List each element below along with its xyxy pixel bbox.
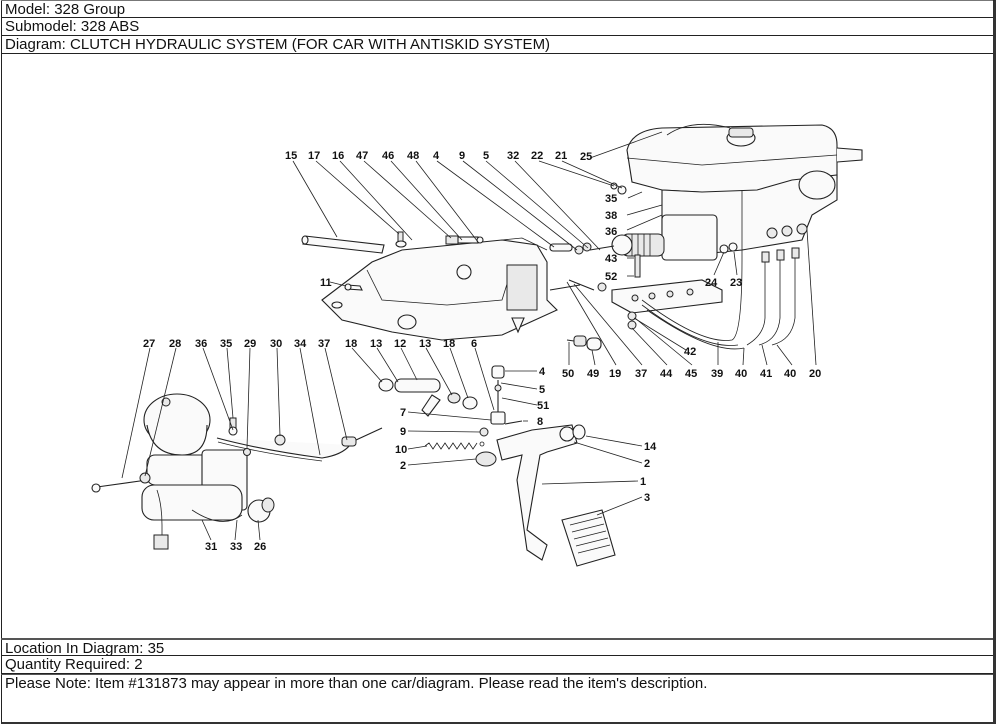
return-spring-10 [424,441,485,450]
callout-32[interactable]: 32 [507,150,519,162]
callout-15[interactable]: 15 [285,150,297,162]
callout-13-a[interactable]: 13 [370,338,382,350]
callout-49[interactable]: 49 [587,368,599,380]
location-row: Location In Diagram: 35 [1,638,993,657]
clutch-pedal-1 [475,424,616,567]
callout-8[interactable]: 8 [537,416,543,428]
callout-23[interactable]: 23 [730,277,742,289]
callout-34[interactable]: 34 [294,338,307,350]
callout-40-b[interactable]: 40 [784,368,796,380]
callout-42[interactable]: 42 [684,346,696,358]
pedal-box-cover [321,237,558,341]
callout-47[interactable]: 47 [356,150,368,162]
callout-35-top[interactable]: 35 [605,193,617,205]
callout-19[interactable]: 19 [609,368,621,380]
callout-51[interactable]: 51 [537,400,549,412]
callout-25[interactable]: 25 [580,151,592,163]
quantity-row: Quantity Required: 2 [1,656,993,674]
brake-lines [627,190,808,350]
clutch-actuator-assembly [141,393,275,550]
rods-19-37 [549,279,607,292]
callout-4-top[interactable]: 4 [433,150,440,162]
callout-29[interactable]: 29 [244,338,256,350]
callout-41[interactable]: 41 [760,368,772,380]
callout-26[interactable]: 26 [254,541,266,553]
callout-40-a[interactable]: 40 [735,368,747,380]
callout-4-pedal[interactable]: 4 [539,366,546,378]
callout-27[interactable]: 27 [143,338,155,350]
callout-2-left[interactable]: 2 [400,460,406,472]
callout-14[interactable]: 14 [644,441,657,453]
callout-10[interactable]: 10 [395,444,407,456]
callout-48[interactable]: 48 [407,150,419,162]
callout-16[interactable]: 16 [332,150,344,162]
callout-18-a[interactable]: 18 [345,338,357,350]
exploded-view-drawing: 15 17 16 47 46 48 4 9 5 32 22 21 25 35 3… [91,123,863,567]
callout-13-b[interactable]: 13 [419,338,431,350]
callout-18-b[interactable]: 18 [443,338,455,350]
screw-11 [344,283,363,291]
pivot-pin [301,235,385,254]
callout-44[interactable]: 44 [660,368,673,380]
callout-31[interactable]: 31 [205,541,217,553]
clutch-master-cylinder [589,214,718,261]
callout-37-right[interactable]: 37 [635,368,647,380]
callout-12[interactable]: 12 [394,338,406,350]
clutch-hose-34 [216,417,383,462]
callout-3[interactable]: 3 [644,492,650,504]
callout-36-left[interactable]: 36 [195,338,207,350]
callout-38[interactable]: 38 [605,210,617,222]
pushrod-4-5-51 [479,365,523,437]
submodel-row: Submodel: 328 ABS [1,18,993,36]
callout-5-pedal[interactable]: 5 [539,384,545,396]
callout-35-left[interactable]: 35 [220,338,232,350]
callout-24[interactable]: 24 [705,277,718,289]
callout-17[interactable]: 17 [308,150,320,162]
diagram-title-row: Diagram: CLUTCH HYDRAULIC SYSTEM (FOR CA… [1,36,993,54]
adjuster-46-47 [445,235,484,245]
callout-2-right[interactable]: 2 [644,458,650,470]
callout-50[interactable]: 50 [562,368,574,380]
callout-39[interactable]: 39 [711,368,723,380]
callout-46[interactable]: 46 [382,150,394,162]
callout-11[interactable]: 11 [320,277,332,289]
callout-37-left[interactable]: 37 [318,338,330,350]
leader-lines [121,131,817,541]
callout-labels: 15 17 16 47 46 48 4 9 5 32 22 21 25 35 3… [143,150,821,553]
callout-7[interactable]: 7 [400,407,406,419]
callout-33[interactable]: 33 [230,541,242,553]
callout-9-pedal[interactable]: 9 [400,426,406,438]
callout-43[interactable]: 43 [605,253,617,265]
parts-diagram: 15 17 16 47 46 48 4 9 5 32 22 21 25 35 3… [2,55,992,637]
long-bolt-27 [91,472,151,493]
small-screw-17 [395,231,407,248]
model-row: Model: 328 Group [1,0,993,18]
callout-21[interactable]: 21 [555,150,567,162]
callout-22[interactable]: 22 [531,150,543,162]
callout-5-top[interactable]: 5 [483,150,489,162]
callout-20[interactable]: 20 [809,368,821,380]
callout-52[interactable]: 52 [605,271,617,283]
callout-45[interactable]: 45 [685,368,697,380]
callout-28[interactable]: 28 [169,338,181,350]
hydraulic-block [610,182,738,314]
callout-36-top[interactable]: 36 [605,226,617,238]
callout-9-top[interactable]: 9 [459,150,465,162]
callout-1[interactable]: 1 [640,476,646,488]
note-row: Please Note: Item #131873 may appear in … [1,674,993,724]
switch-49-50 [566,335,602,351]
callout-6[interactable]: 6 [471,338,477,350]
pedal-shaft-12 [378,378,478,417]
callout-30[interactable]: 30 [270,338,282,350]
